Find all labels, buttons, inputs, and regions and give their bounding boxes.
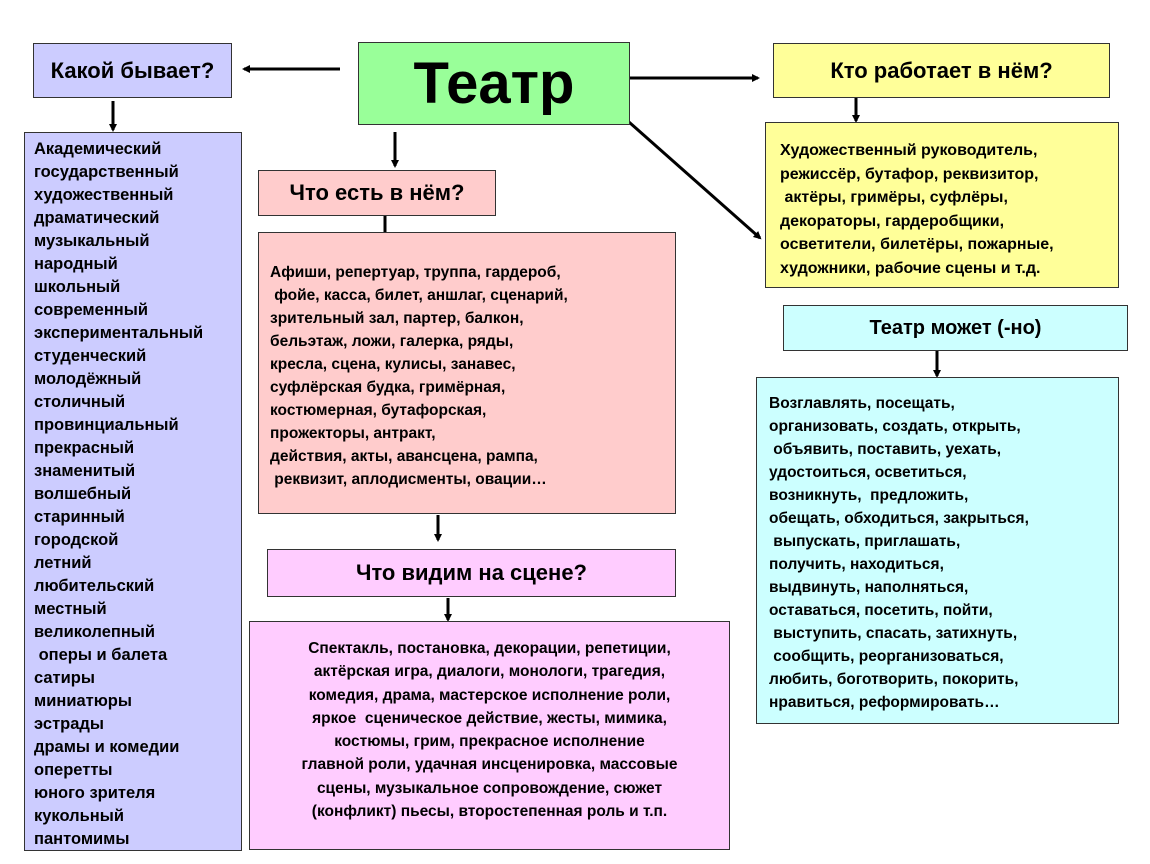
list-item: летний <box>34 554 92 572</box>
list-item: столичный <box>34 393 126 411</box>
list-item: комедия, драма, мастерское исполнение ро… <box>308 686 671 704</box>
list-item: кресла, сцена, кулисы, занавес, <box>270 356 516 373</box>
list-item: Художественный руководитель, <box>780 142 1038 159</box>
list-item: оставаться, посетить, пойти, <box>769 602 993 619</box>
list-item: актёры, гримёры, суфлёры, <box>780 189 1008 206</box>
list-item: знаменитый <box>34 462 136 480</box>
list-item: получить, находиться, <box>769 556 944 573</box>
list-item: прекрасный <box>34 439 135 457</box>
list-item: народный <box>34 255 118 273</box>
list-item: нравиться, реформировать… <box>769 694 1000 711</box>
list-item: организовать, создать, открыть, <box>769 418 1021 435</box>
title-box: Театр <box>358 42 630 125</box>
list-item: государственный <box>34 163 179 181</box>
arrow-to-verbs <box>611 105 762 240</box>
contents-list: Афиши, репертуар, труппа, гардероб, фойе… <box>258 232 676 514</box>
list-item: провинциальный <box>34 416 179 434</box>
list-item: актёрская игра, диалоги, монологи, траге… <box>313 663 666 681</box>
list-item: школьный <box>34 278 121 296</box>
list-item: юного зрителя <box>34 784 156 802</box>
list-item: суфлёрская будка, гримёрная, <box>270 379 506 396</box>
list-item: старинный <box>34 508 125 526</box>
list-item: выдвинуть, наполняться, <box>769 579 969 596</box>
list-item: прожекторы, антракт, <box>270 425 436 442</box>
list-item: любить, боготворить, покорить, <box>769 671 1019 688</box>
list-item: эстрады <box>34 715 104 733</box>
list-item: (конфликт) пьесы, второстепенная роль и … <box>311 803 668 821</box>
list-item: Возглавлять, посещать, <box>769 395 955 412</box>
list-item: режиссёр, бутафор, реквизитор, <box>780 165 1039 183</box>
list-item: осветители, билетёры, пожарные, <box>780 236 1054 253</box>
list-item: объявить, поставить, уехать, <box>769 441 1002 458</box>
list-item: выпускать, приглашать, <box>769 533 961 550</box>
kinds-header-text: Какой бывает? <box>50 57 215 83</box>
list-item: художники, рабочие сцены и т.д. <box>780 259 1041 277</box>
verbs-header-text: Театр может (-но) <box>869 316 1042 339</box>
list-item: Спектакль, постановка, декорации, репети… <box>308 640 671 657</box>
list-item: музыкальный <box>34 232 150 250</box>
title-text: Театр <box>413 51 575 116</box>
list-item: любительский <box>34 577 155 595</box>
list-item: оперы и балета <box>34 646 168 664</box>
verbs-list: Возглавлять, посещать, организовать, созд… <box>756 377 1119 724</box>
list-item: Афиши, репертуар, труппа, гардероб, <box>270 264 561 281</box>
list-item: художественный <box>34 186 174 204</box>
list-item: удостоиться, осветиться, <box>769 464 967 481</box>
list-item: кукольный <box>34 807 124 825</box>
list-item: оперетты <box>34 761 113 779</box>
list-item: сатиры <box>34 669 95 687</box>
list-item: декораторы, гардеробщики, <box>780 212 1005 230</box>
kinds-header: Какой бывает? <box>33 43 232 98</box>
list-item: выступить, спасать, затихнуть, <box>769 625 1018 642</box>
list-item: молодёжный <box>34 370 142 388</box>
list-item: фойе, касса, билет, аншлаг, сценарий, <box>270 287 568 304</box>
list-item: бельэтаж, ложи, галерка, ряды, <box>270 333 514 350</box>
list-item: великолепный <box>34 623 156 641</box>
stage-header-text: Что видим на сцене? <box>355 560 587 585</box>
list-item: волшебный <box>34 485 132 503</box>
list-item: яркое сценическое действие, жесты, мимик… <box>312 709 667 727</box>
list-item: пантомимы <box>34 830 130 848</box>
list-item: сцены, музыкальное сопровождение, сюжет <box>316 779 663 797</box>
workers-header: Кто работает в нём? <box>773 43 1110 98</box>
workers-list: Художественный руководитель, режиссёр, бу… <box>765 122 1119 288</box>
list-item: сообщить, реорганизоваться, <box>769 648 1004 665</box>
verbs-header: Театр может (-но) <box>783 305 1128 351</box>
list-item: костюмерная, бутафорская, <box>270 402 487 419</box>
list-item: студенческий <box>34 347 147 365</box>
list-item: миниатюры <box>34 692 132 710</box>
list-item: главной роли, удачная инсценировка, масс… <box>301 756 678 774</box>
workers-header-text: Кто работает в нём? <box>830 57 1053 83</box>
list-item: городской <box>34 531 119 549</box>
stage-list: Спектакль, постановка, декорации, репети… <box>249 621 730 850</box>
list-item: реквизит, аплодисменты, овации… <box>270 471 547 488</box>
kinds-list: Академический государственный художественн… <box>24 132 242 851</box>
list-item: современный <box>34 301 148 319</box>
contents-header: Что есть в нём? <box>258 170 496 216</box>
list-item: обещать, обходиться, закрыться, <box>769 510 1029 527</box>
list-item: экспериментальный <box>34 324 204 342</box>
list-item: Академический <box>34 140 162 158</box>
contents-header-text: Что есть в нём? <box>289 180 465 205</box>
list-item: возникнуть, предложить, <box>769 487 969 504</box>
list-item: зрительный зал, партер, балкон, <box>270 310 524 327</box>
list-item: драматический <box>34 209 160 227</box>
list-item: костюмы, грим, прекрасное исполнение <box>334 733 645 751</box>
list-item: действия, акты, авансцена, рампа, <box>270 448 538 465</box>
list-item: драмы и комедии <box>34 738 180 756</box>
list-item: местный <box>34 600 107 618</box>
stage-header: Что видим на сцене? <box>267 549 676 597</box>
